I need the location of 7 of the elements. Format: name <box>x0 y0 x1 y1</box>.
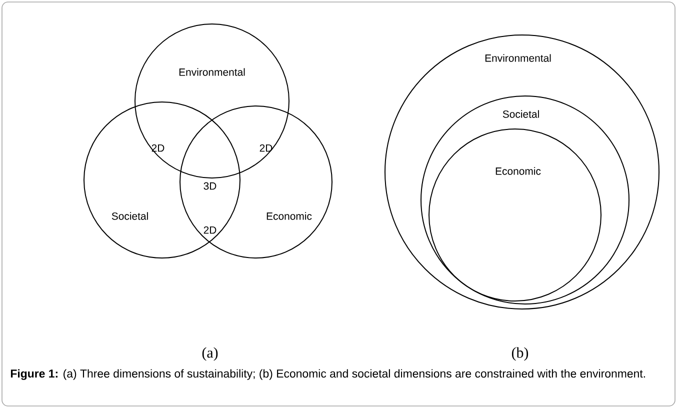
region-label: 3D <box>204 182 216 190</box>
region-label: 2D <box>152 144 164 152</box>
region-label: 2D <box>260 144 272 152</box>
caption: Figure 1: (a) Three dimensions of sustainability; (b) Economic and societal dimensions are constrained with the environment. <box>10 369 645 380</box>
panel-label: (a) <box>202 347 218 361</box>
region-label: 2D <box>204 226 216 234</box>
panel-label: (b) <box>512 347 528 361</box>
